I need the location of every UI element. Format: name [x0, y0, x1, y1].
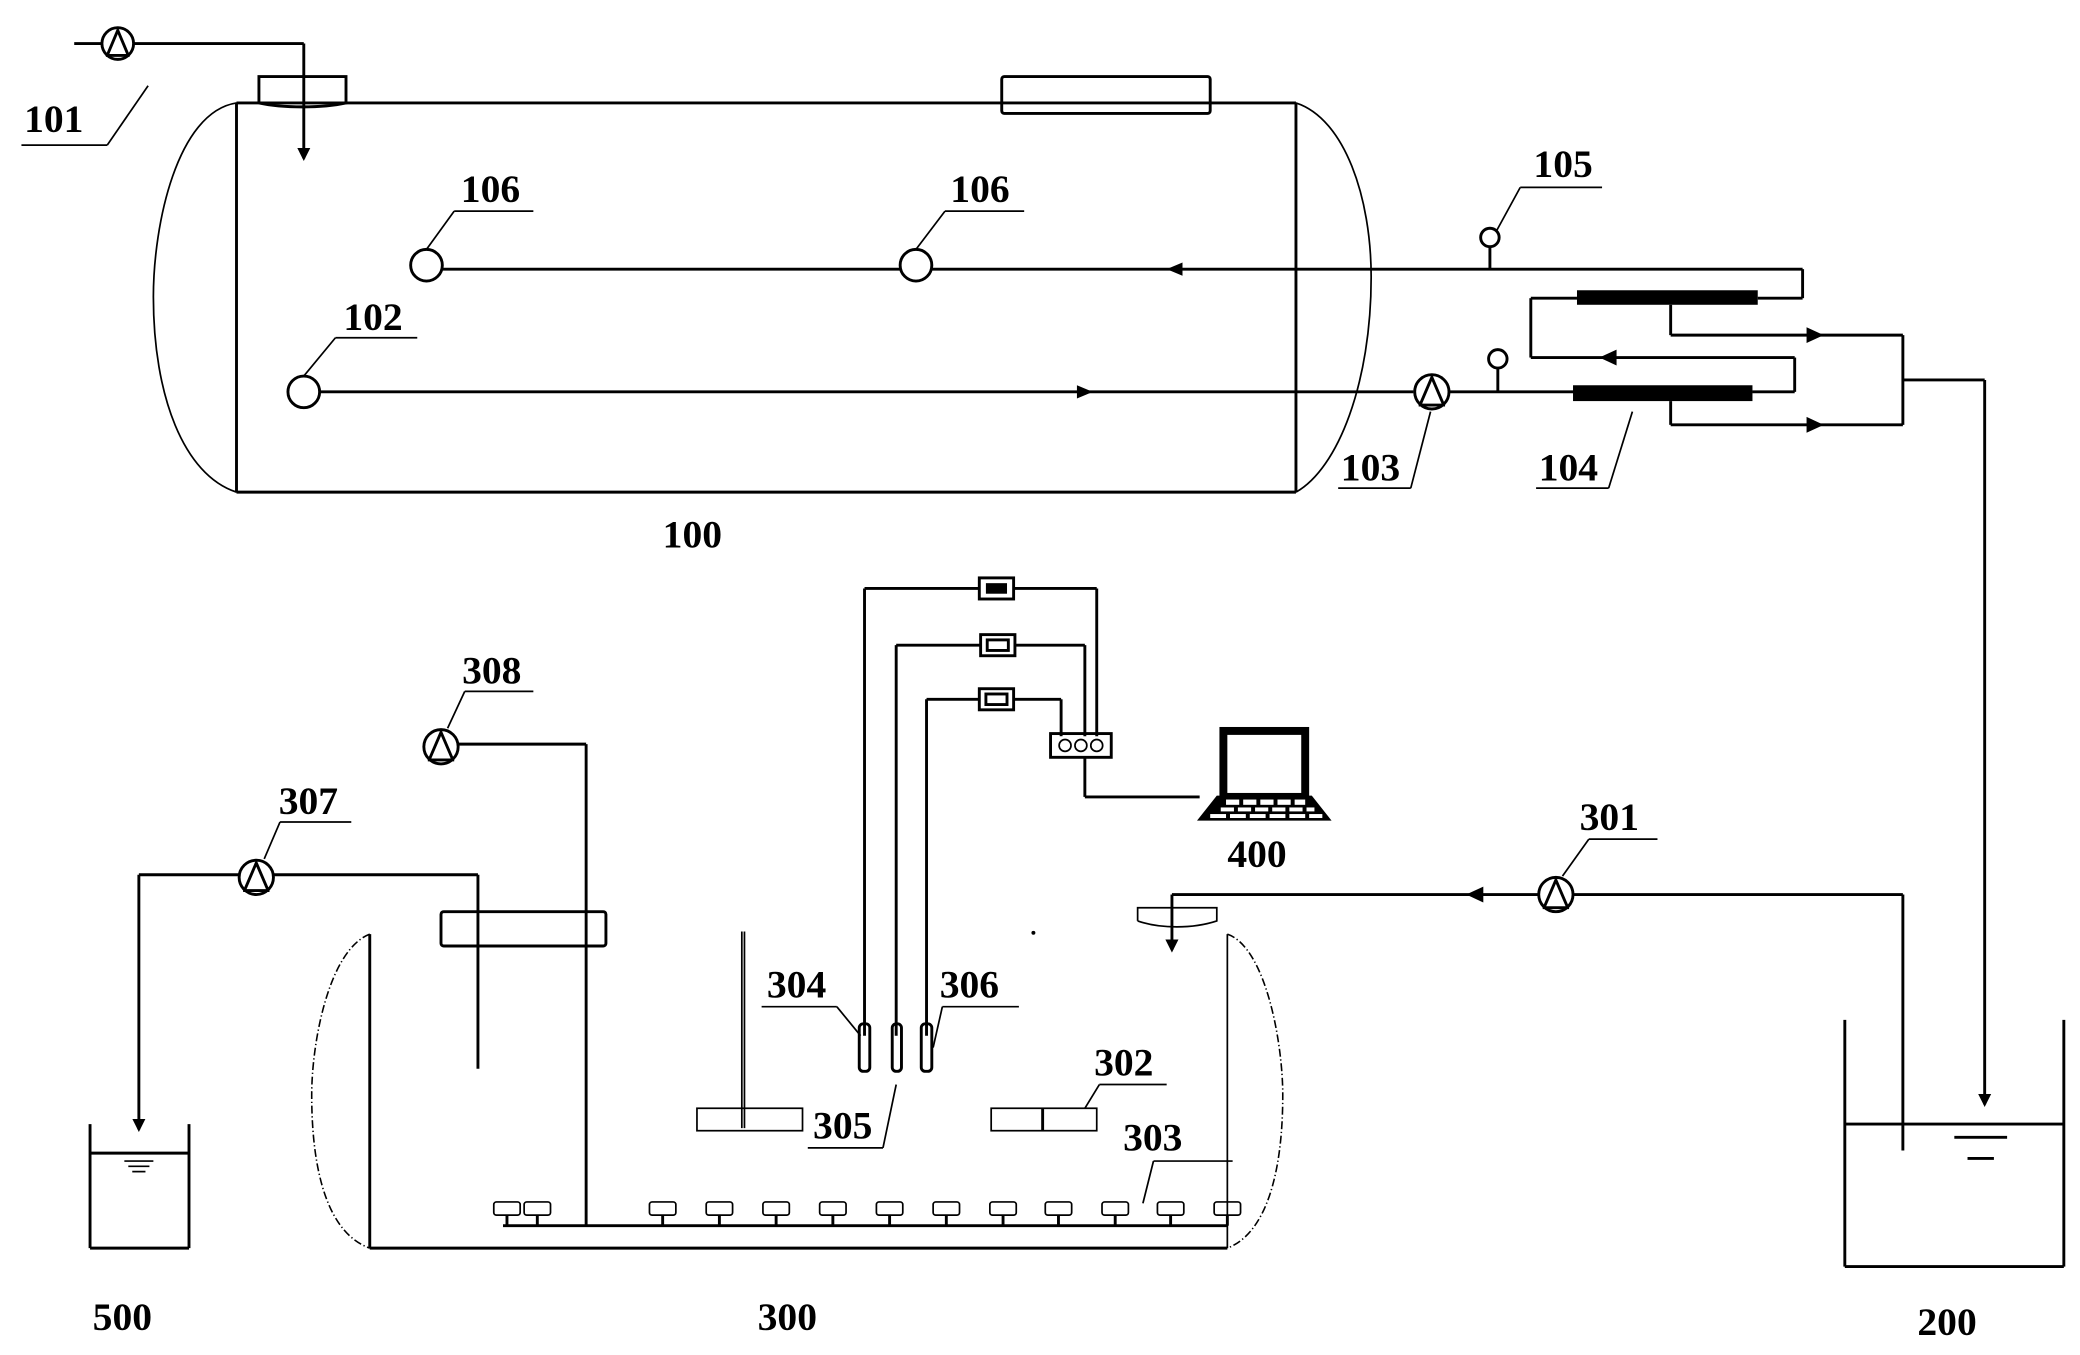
aeration-disc-icon	[286, 374, 322, 410]
signal-hub-icon	[1049, 732, 1113, 759]
probe-sensor-306	[919, 1022, 934, 1073]
water-level-icon	[124, 1160, 154, 1173]
outlet-nozzle	[439, 910, 608, 948]
diffuser-row	[492, 1201, 1242, 1226]
label-304: 304	[767, 962, 827, 1006]
diffuser-head-icon	[523, 1201, 552, 1217]
label-306: 306	[940, 962, 999, 1006]
label-106-left: 106	[461, 167, 520, 211]
marker-dot	[1031, 930, 1036, 935]
discharge-pump-307[interactable]	[237, 858, 275, 896]
gas-line-106	[409, 247, 1803, 283]
diffuser-head-icon	[932, 1201, 961, 1217]
diffuser-head-icon	[1213, 1201, 1242, 1217]
air-pump-308[interactable]	[422, 728, 460, 766]
label-307: 307	[279, 779, 338, 823]
feed-line-301	[1136, 886, 1903, 953]
probe-sensor-304	[857, 1022, 872, 1073]
feed-nozzle	[1136, 906, 1218, 928]
sensor-wiring	[863, 586, 1200, 1036]
transmitter-icon	[977, 576, 1016, 601]
label-105: 105	[1533, 142, 1592, 186]
label-101: 101	[24, 97, 83, 141]
pressure-gauge-105	[1479, 186, 1603, 270]
diffuser-head-icon	[648, 1201, 677, 1217]
diffuser-head-icon	[1101, 1201, 1130, 1217]
feed-pump-301[interactable]	[1537, 875, 1575, 914]
water-level-icon	[1954, 1135, 2008, 1160]
diffuser-head-icon	[705, 1201, 734, 1217]
diffuser-head-icon	[762, 1201, 791, 1217]
diffuser-head-icon	[818, 1201, 847, 1217]
secondary-reactor-300	[310, 910, 1284, 1250]
transmitter-icon	[979, 633, 1017, 658]
membrane-module-104	[1529, 269, 1992, 1107]
diffuser-head-icon	[875, 1201, 904, 1217]
diffuser-icon	[409, 247, 444, 283]
inlet-pump-101[interactable]	[74, 26, 311, 161]
vent-nozzle	[1000, 75, 1212, 115]
circulation-pump-103[interactable]	[1413, 373, 1451, 411]
label-104: 104	[1539, 445, 1599, 489]
label-200: 200	[1917, 1300, 1976, 1344]
diffuser-icon	[898, 247, 934, 283]
inlet-nozzle	[257, 75, 348, 109]
label-308: 308	[462, 648, 521, 692]
label-400: 400	[1227, 832, 1286, 876]
label-303: 303	[1123, 1115, 1182, 1159]
label-305: 305	[813, 1104, 872, 1148]
probe-sensor-305	[890, 1022, 903, 1073]
label-102: 102	[343, 295, 402, 339]
label-106-right: 106	[950, 167, 1009, 211]
main-reactor-100	[152, 75, 1373, 494]
diffuser-head-icon	[492, 1201, 522, 1217]
label-100: 100	[663, 513, 722, 557]
label-500: 500	[93, 1295, 152, 1339]
diffuser-head-icon	[1044, 1201, 1073, 1217]
discharge-line-307	[132, 873, 480, 1133]
label-302: 302	[1094, 1040, 1153, 1084]
diffuser-head-icon	[989, 1201, 1018, 1217]
feed-line-102	[286, 374, 1414, 410]
pressure-gauge-icon	[1487, 348, 1509, 370]
diffuser-head-icon	[1156, 1201, 1185, 1217]
stirrer-302	[990, 1083, 1167, 1132]
label-103: 103	[1341, 445, 1400, 489]
label-301: 301	[1580, 795, 1639, 839]
stirrer-left	[696, 931, 804, 1132]
transmitter-icon	[977, 687, 1016, 712]
permeate-tank-200	[1843, 894, 2066, 1269]
laptop-icon[interactable]	[1197, 726, 1332, 821]
effluent-tank-500	[88, 1124, 191, 1250]
label-300: 300	[758, 1295, 817, 1339]
